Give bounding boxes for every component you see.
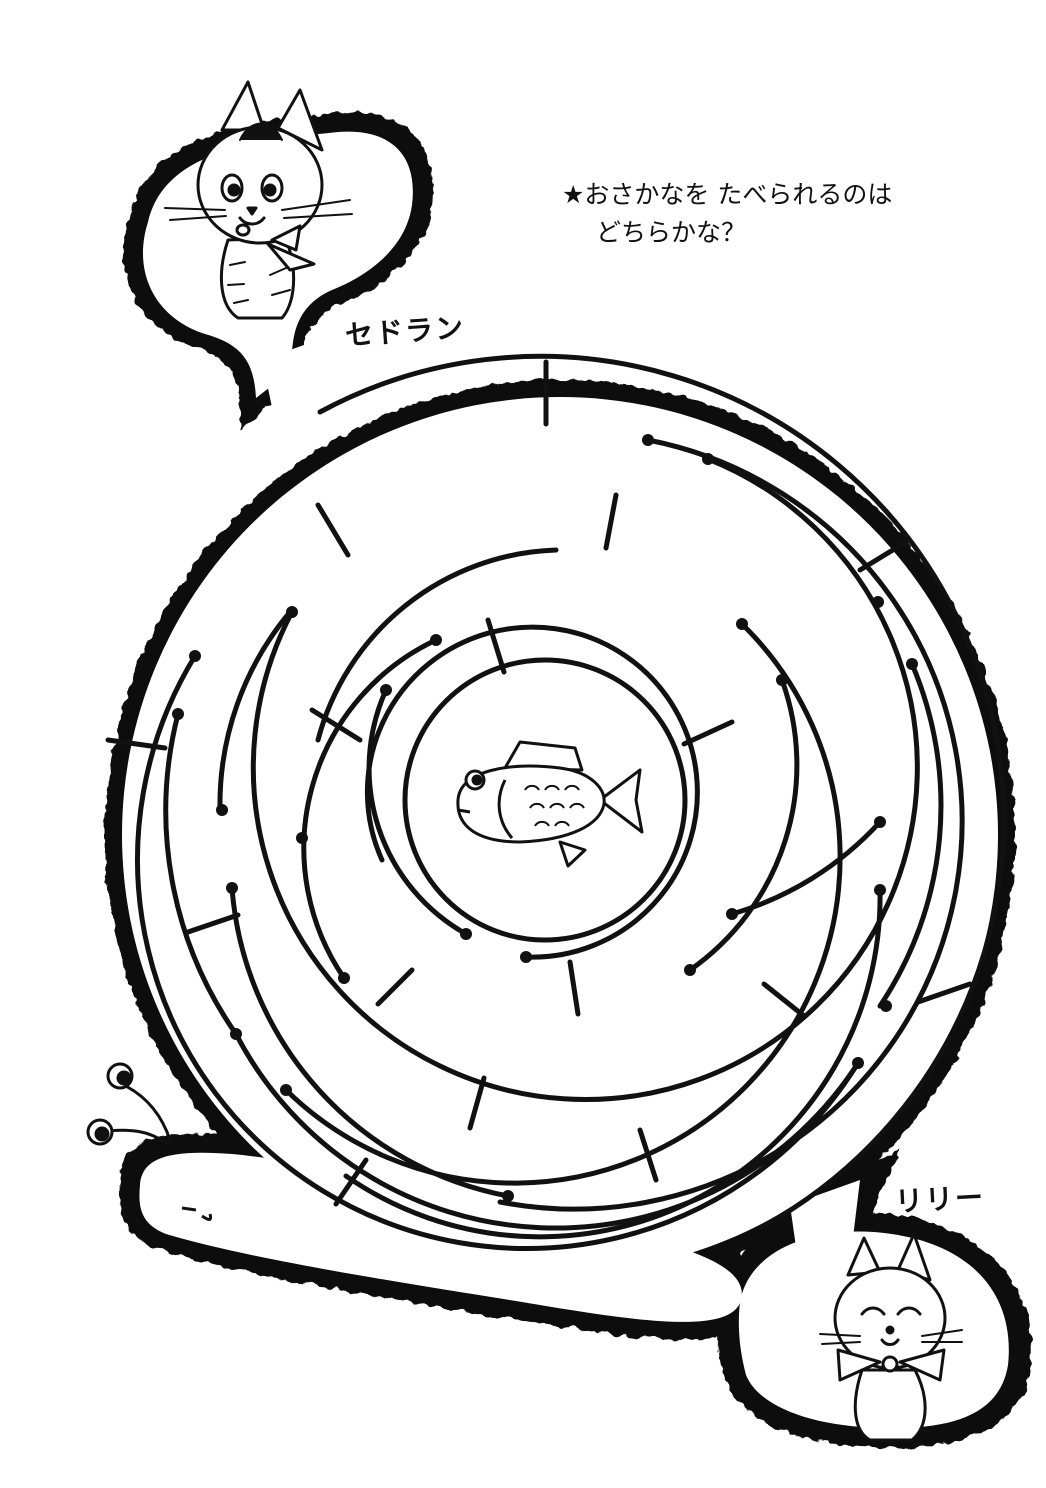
radial-wall [681,719,735,747]
ring-wall-8 [217,609,293,813]
ring-wall-6b [729,819,883,917]
dead-end-dot [874,816,886,828]
dead-end-dot [906,658,918,670]
dead-end-dot [520,951,532,963]
radial-wall [567,959,581,1017]
dead-end-dot [460,928,472,940]
cat-sedoran-icon [164,80,353,320]
cat-lily-icon [819,1232,963,1442]
question-line-1: ★おさかなを たべられるのは [562,180,893,209]
dead-end-dot [216,804,228,816]
radial-wall [857,539,909,573]
radial-wall [315,502,351,558]
ring-wall-7 [315,547,559,743]
fish-icon [456,740,644,868]
dead-end-dot [296,832,308,844]
dead-end-dot [189,650,201,662]
maze-end-dots [172,434,918,1202]
radial-wall [333,1157,369,1207]
ring-wall-5c [687,677,800,973]
question-line-2: どちらかな？ [596,218,747,247]
dead-end-dot [172,708,184,720]
radial-wall [105,737,168,751]
dead-end-dot [872,596,884,608]
dead-end-dot [286,606,298,618]
radial-wall [309,707,363,743]
radial-wall [467,1075,487,1131]
dead-end-dot [226,882,238,894]
dead-end-dot [642,434,654,446]
radial-wall [185,912,241,935]
puzzle-question: ★おさかなを たべられるのは どちらかな？ [562,176,892,252]
ring-wall-1 [317,353,1007,1231]
dead-end-dot [338,972,350,984]
dead-end-dot [380,684,392,696]
ring-wall-4 [163,711,239,1037]
ring-wall-6c [229,885,511,1199]
radial-wall [637,1127,659,1183]
maze-ring-walls [135,353,1007,1251]
ring-wall-3b [135,653,861,1251]
maze-radial-walls [105,359,973,1207]
dead-end-dot [736,618,748,630]
dead-end-dot [684,964,696,976]
dead-end-dot [880,1000,892,1012]
radial-wall [375,967,415,1007]
dead-end-dot [430,634,442,646]
dead-end-dot [726,908,738,920]
dead-end-dot [230,1028,242,1040]
center-ring-outer [364,624,700,960]
dead-end-dot [852,1057,864,1069]
snail-icon [86,1062,212,1221]
radial-wall [915,981,973,1005]
ring-wall-8b [233,1031,863,1231]
ring-wall-5b [301,637,439,981]
cat-name-sedoran: セドラン [344,310,467,353]
radial-wall [603,492,619,551]
cat-name-lily: リリー [894,1180,986,1219]
ring-wall-3 [250,456,920,1102]
radial-wall [761,981,807,1019]
dead-end-dot [874,884,886,896]
ring-wall-5 [877,661,944,1009]
dead-end-dot [502,1190,514,1202]
dead-end-dot [702,453,714,465]
dead-end-dot [280,1084,292,1096]
dead-end-dot [776,674,788,686]
ring-wall-6 [366,687,469,937]
radial-wall [485,617,507,675]
center-ring [402,657,688,943]
ring-wall-2 [497,437,965,1212]
